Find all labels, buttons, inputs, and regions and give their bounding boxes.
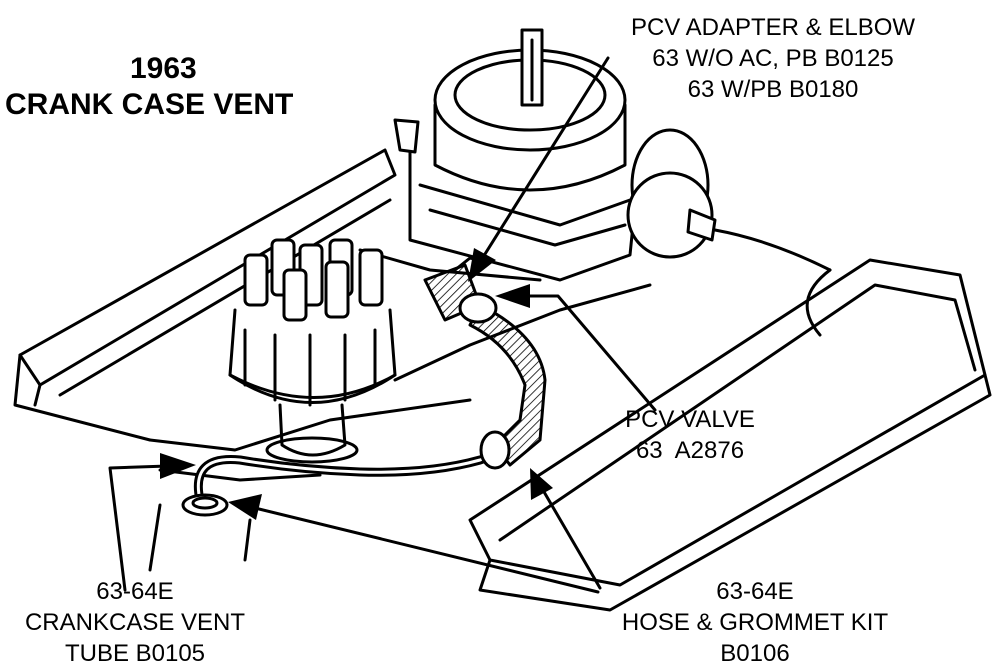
callout-hose-kit: 63-64E HOSE & GROMMET KIT B0106 (590, 576, 920, 669)
pcv-adapter-line2: 63 W/O AC, PB B0125 (652, 45, 894, 72)
hose-kit-line2: HOSE & GROMMET KIT (621, 609, 889, 636)
pcv-adapter-line1: PCV ADAPTER & ELBOW (630, 14, 916, 41)
leader-adapter (468, 56, 610, 282)
title-year: 1963 (130, 52, 197, 85)
right-valve-cover (468, 258, 992, 612)
callout-pcv-adapter: PCV ADAPTER & ELBOW 63 W/O AC, PB B0125 … (593, 12, 953, 105)
hose-kit-line3: B0106 (720, 640, 790, 667)
leader-vent-tube (108, 453, 196, 592)
crankcase-vent-tube (148, 450, 500, 572)
callout-vent-tube: 63-64E CRANKCASE VENT TUBE B0105 (0, 576, 270, 669)
pcv-valve-line2: 63 A2876 (635, 437, 745, 464)
title-name: CRANK CASE VENT (5, 88, 294, 121)
diagram-title: 1963 (130, 52, 197, 86)
leader-pcv-valve (495, 284, 657, 412)
pcv-adapter-line3: 63 W/PB B0180 (687, 76, 859, 103)
vent-tube-line3: TUBE B0105 (64, 640, 206, 667)
pcv-hose (468, 303, 547, 470)
intake-manifold (148, 248, 652, 482)
carburetor (393, 28, 642, 282)
left-valve-cover (13, 148, 397, 442)
choke-housing (626, 128, 832, 272)
hose-kit-line1: 63-64E (716, 578, 794, 605)
distributor (228, 238, 397, 464)
vent-tube-line1: 63-64E (96, 578, 174, 605)
vent-tube-line2: CRANKCASE VENT (24, 609, 246, 636)
callout-pcv-valve: PCV VALVE 63 A2876 (600, 404, 780, 466)
diagram-title-name: CRANK CASE VENT (5, 88, 293, 122)
leader-hose-kit (228, 468, 602, 594)
pcv-valve-line1: PCV VALVE (625, 406, 755, 433)
